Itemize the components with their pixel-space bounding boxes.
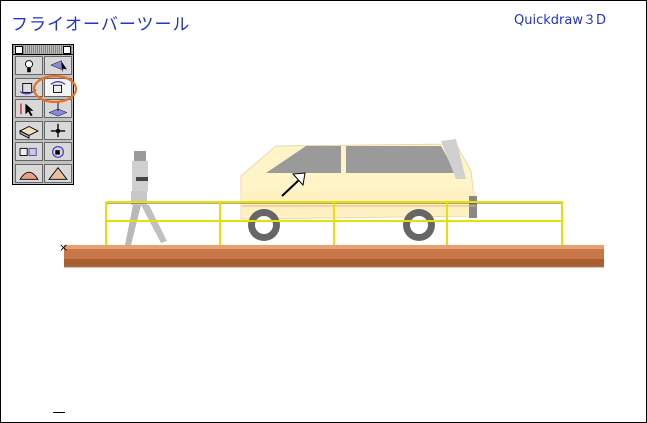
axis-move-icon xyxy=(50,123,66,137)
pointer-icon xyxy=(20,103,34,117)
camera-light-icon xyxy=(24,60,34,73)
app-label: Quickdraw３D xyxy=(514,13,606,28)
selection-highlight-circle xyxy=(32,74,78,104)
text-cursor-mark xyxy=(53,412,65,413)
tool-button-axis-move[interactable] xyxy=(44,120,72,140)
tool-palette[interactable] xyxy=(12,44,74,185)
palette-title-bar[interactable] xyxy=(13,45,73,55)
cube-pair-icon xyxy=(19,147,37,156)
car xyxy=(240,139,477,241)
palette-close-box[interactable] xyxy=(15,46,23,54)
tool-button-cone[interactable] xyxy=(44,163,72,183)
palette-zoom-box[interactable] xyxy=(63,46,71,54)
arrow-select-icon xyxy=(50,60,67,73)
walking-figure xyxy=(125,151,167,245)
move-plane-icon xyxy=(48,101,68,117)
orbit-icon xyxy=(52,145,64,158)
flyover-cursor-icon xyxy=(281,172,306,197)
slab-icon xyxy=(19,125,39,139)
cone-icon xyxy=(48,166,68,180)
tool-button-move-plane[interactable] xyxy=(44,99,72,118)
railing xyxy=(105,201,563,245)
tool-button-camera-light[interactable] xyxy=(15,56,43,75)
dome-icon xyxy=(19,171,39,180)
tool-button-dome[interactable] xyxy=(15,163,43,183)
tool-button-flyover-cube[interactable] xyxy=(44,77,72,97)
tool-button-cube-pair[interactable] xyxy=(15,142,43,161)
tool-button-pointer[interactable] xyxy=(15,99,43,118)
window-title: フライオーバーツール xyxy=(11,15,191,35)
tool-button-arrow-select[interactable] xyxy=(44,56,72,75)
origin-marker: × xyxy=(59,241,68,254)
flyover-cube-icon xyxy=(50,80,66,93)
tool-button-slab[interactable] xyxy=(15,120,43,140)
tool-button-orbit[interactable] xyxy=(44,142,72,161)
beam xyxy=(64,245,604,268)
